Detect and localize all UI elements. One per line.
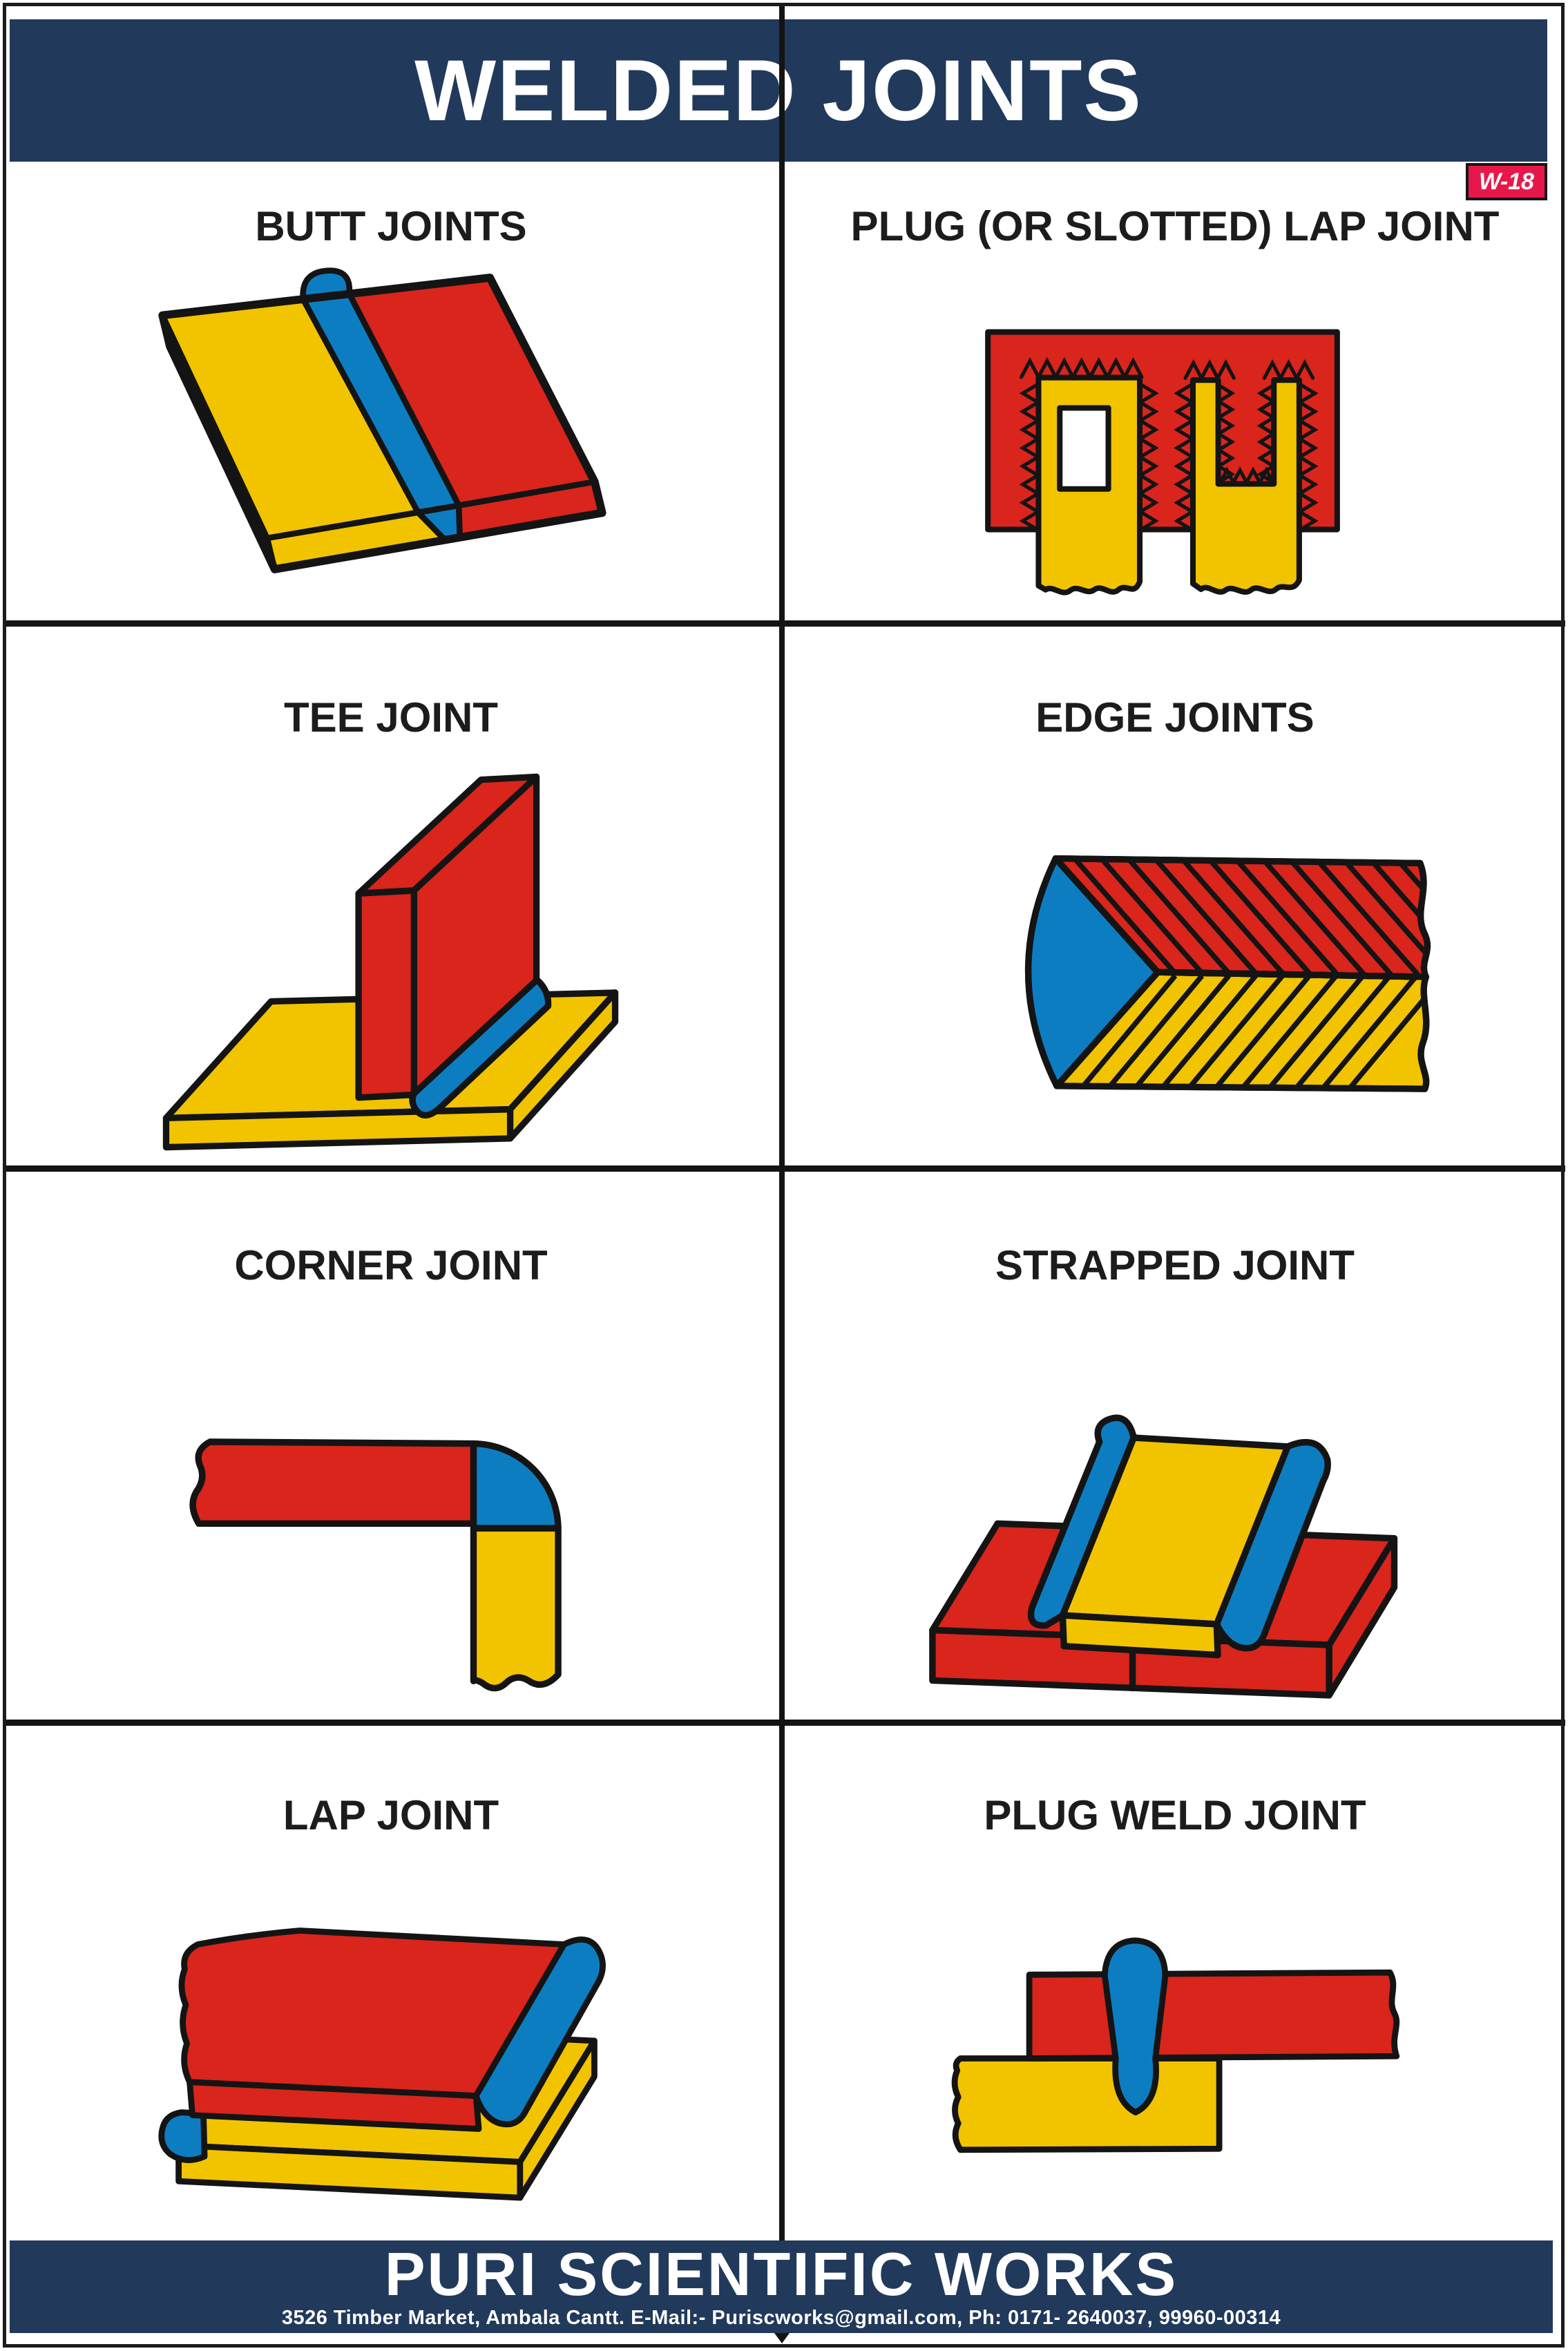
grid-row-divider-1 [3,620,1565,627]
panel-lap-joint: LAP JOINT [6,1726,776,2240]
panel-plug-weld-joint: PLUG WELD JOINT [787,1726,1562,2240]
catalog-code-badge: W-18 [1466,163,1547,200]
strapped-joint-diagram [928,1414,1397,1699]
divider-arrow-icon [774,2333,790,2343]
edge-joints-diagram [1024,855,1431,1092]
footer-band: PURI SCIENTIFIC WORKS 3526 Timber Market… [10,2240,1553,2333]
panel-title-tee-joint: TEE JOINT [283,694,499,741]
butt-joint-diagram [158,267,607,573]
poster-title: WELDED JOINTS [414,42,1142,139]
publisher-name: PURI SCIENTIFIC WORKS [384,2240,1178,2309]
tee-joint-diagram [163,773,619,1151]
plug-weld-joint-diagram [951,1937,1399,2153]
panel-corner-joint: CORNER JOINT [6,1172,776,1720]
grid-row-divider-3 [3,1720,1565,1726]
panel-title-plug-weld-joint: PLUG WELD JOINT [984,1792,1366,1838]
grid-row-divider-2 [3,1165,1565,1172]
plug-lap-joint-diagram [984,329,1340,596]
panel-butt-joints: BUTT JOINTS [6,162,776,620]
panel-title-plug-lap-joint: PLUG (OR SLOTTED) LAP JOINT [850,203,1500,249]
panel-strapped-joint: STRAPPED JOINT [787,1172,1562,1720]
publisher-address: 3526 Timber Market, Ambala Cantt. E-Mail… [281,2307,1281,2330]
panel-title-butt-joints: BUTT JOINTS [255,203,527,249]
panel-title-lap-joint: LAP JOINT [283,1792,499,1838]
corner-joint-diagram [190,1438,562,1692]
panel-title-corner-joint: CORNER JOINT [234,1242,548,1288]
lap-joint-diagram [158,1928,606,2201]
panel-title-strapped-joint: STRAPPED JOINT [995,1242,1355,1288]
header-band: WELDED JOINTS [10,19,1547,162]
panel-title-edge-joints: EDGE JOINTS [1035,694,1314,741]
panel-edge-joints: EDGE JOINTS [787,627,1562,1165]
panel-plug-lap-joint: PLUG (OR SLOTTED) LAP JOINT [787,162,1562,620]
grid-vertical-divider [779,3,785,2240]
panel-tee-joint: TEE JOINT [6,627,776,1165]
